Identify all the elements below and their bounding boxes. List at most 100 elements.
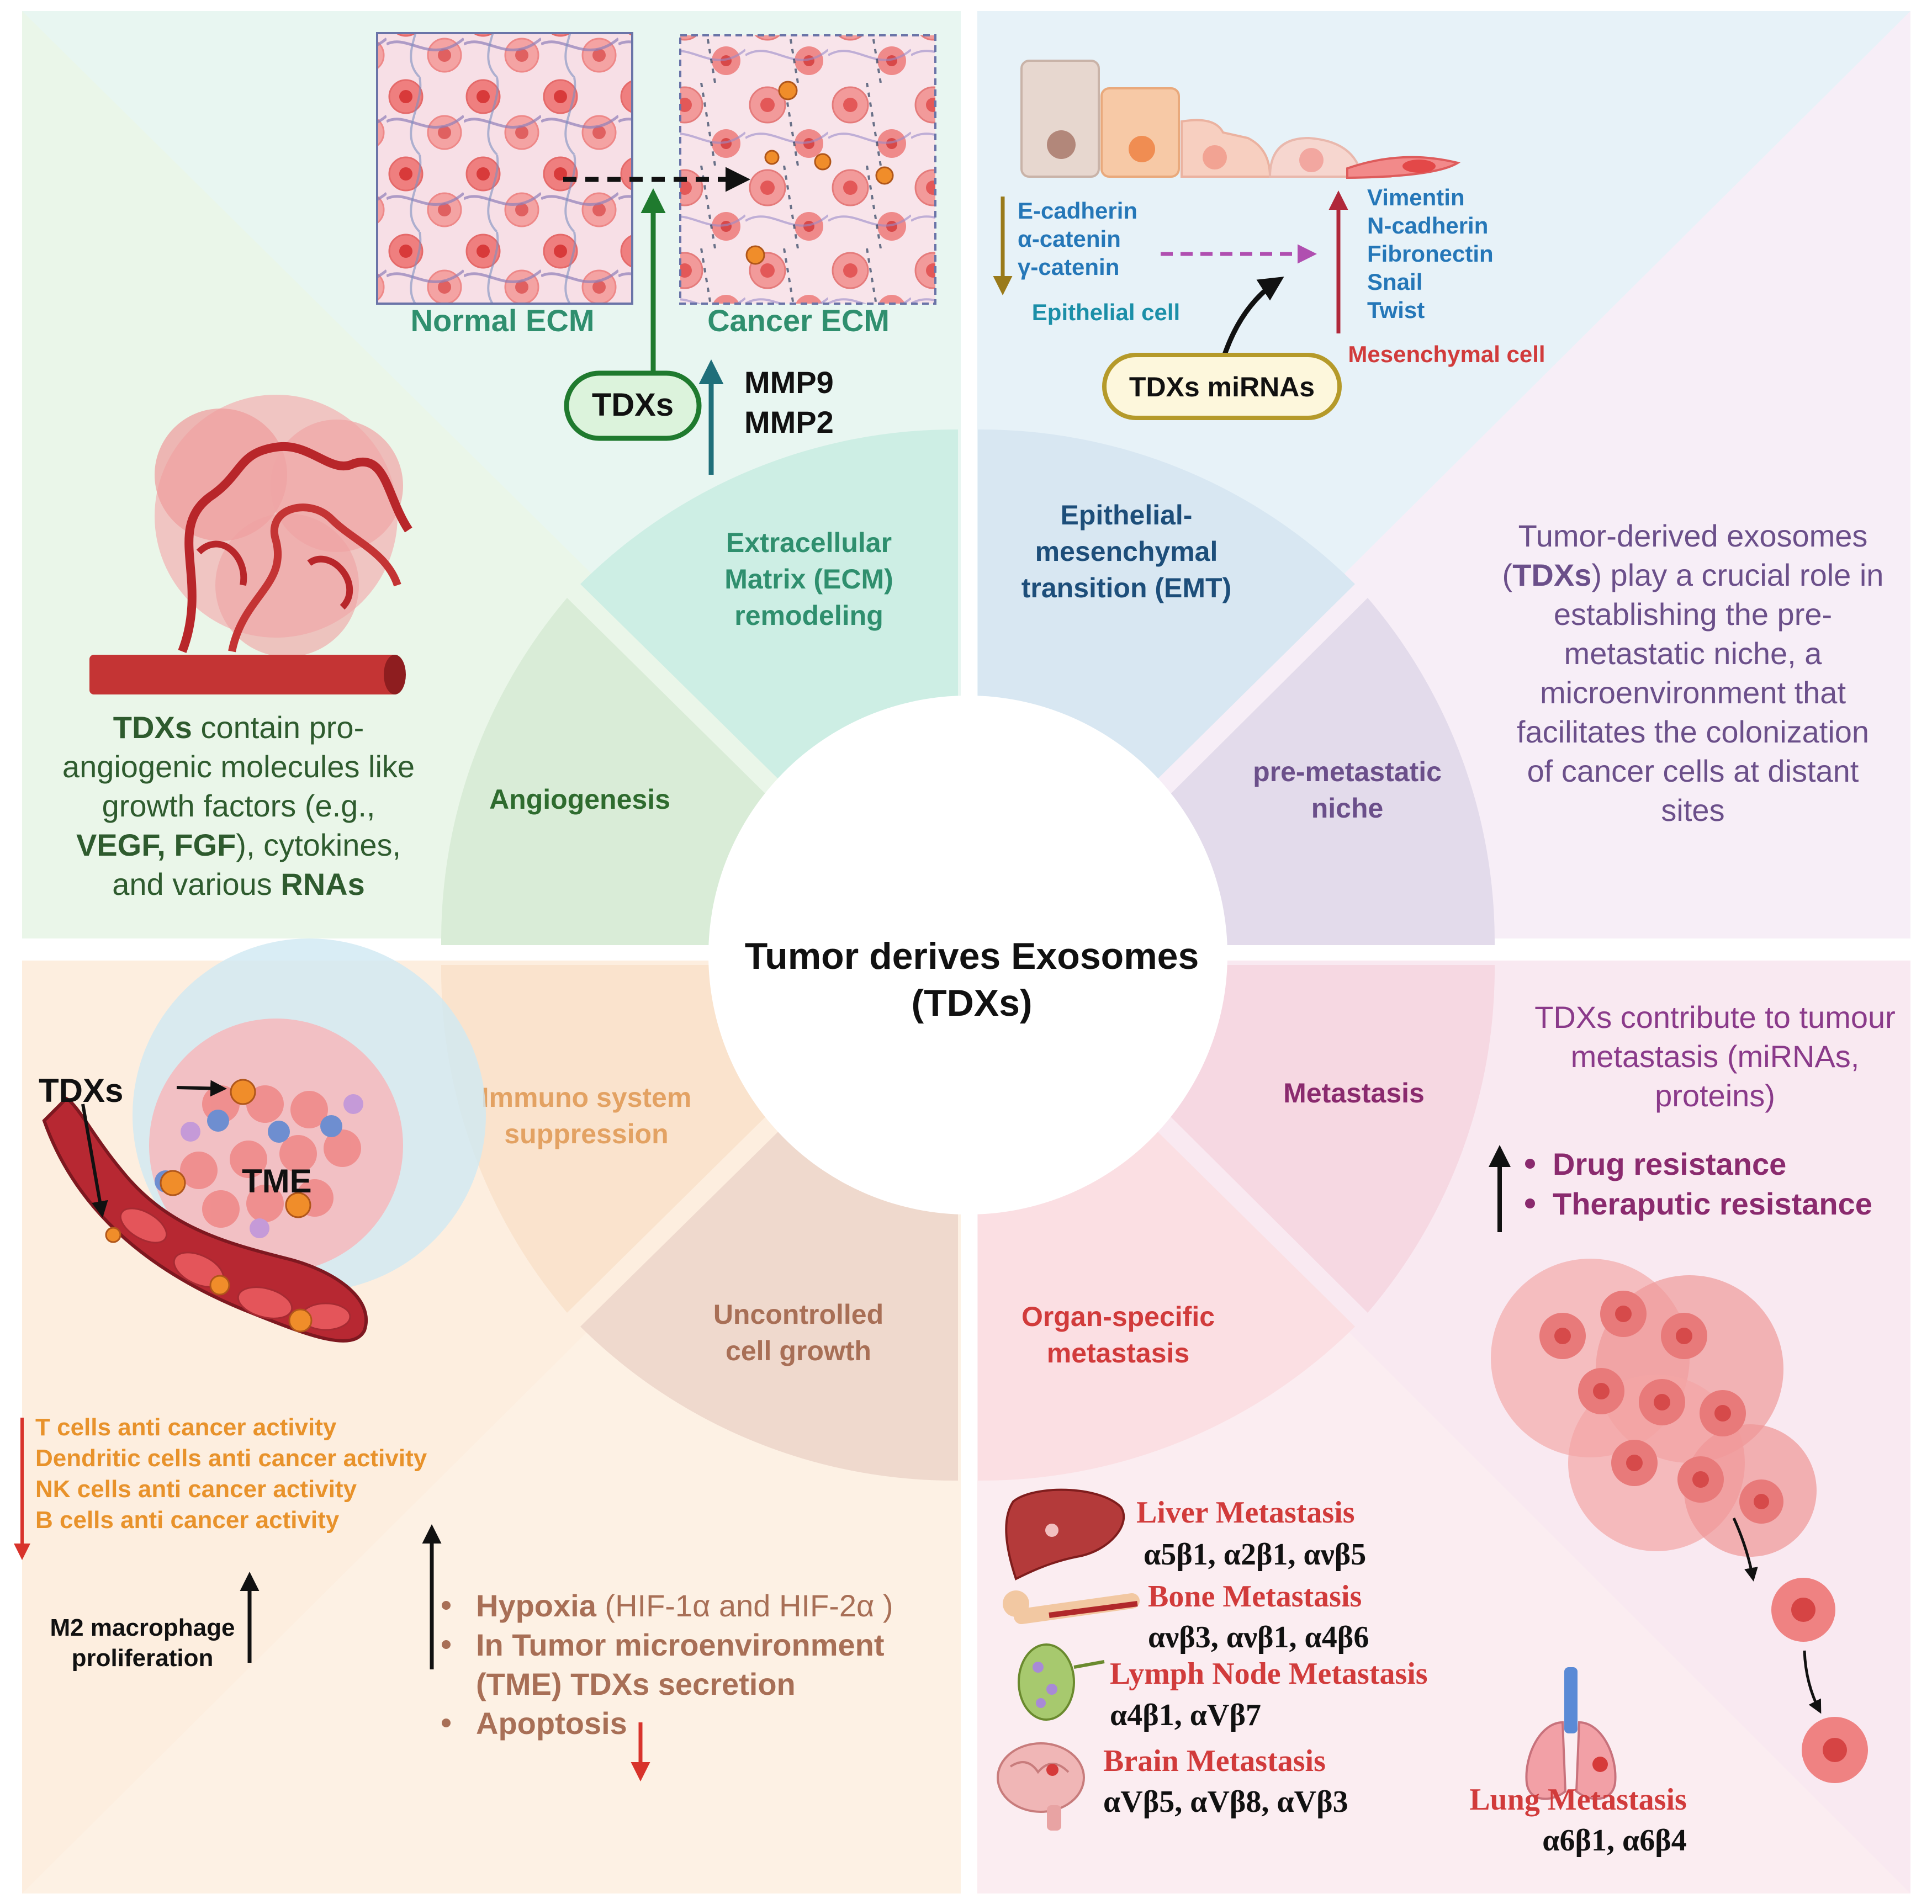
niche-desc-line-7: of cancer cells at distant [1527,754,1859,788]
angio-desc-line-3: growth factors (e.g., [102,788,375,823]
tdxs-badge [564,370,702,441]
growth-bullet-3: (TME) TDXs secretion [476,1667,796,1701]
m2-label-line1: M2 macrophage [50,1614,235,1641]
niche-desc-line-3: establishing the pre- [1554,597,1832,632]
angio-tumor-illustration [89,395,412,694]
emt-panel: E-cadherin α-catenin γ-catenin Epithelia… [993,60,1545,420]
text-run: metastatic niche, a [1564,636,1823,671]
growth-bullet-4: Apoptosis [476,1706,627,1741]
label-niche-1: pre-metastatic [1253,756,1442,787]
meta-desc-line-2: metastasis (miRNAs, [1571,1039,1860,1074]
niche-desc-line-1: Tumor-derived exosomes [1518,518,1868,553]
bullet-dot [442,1640,451,1649]
marker-fibronectin: Fibronectin [1367,241,1494,267]
label-ecm-3: remodeling [734,600,883,631]
metastasis-panel: TDXs contribute to tumour metastasis (mi… [1489,1000,1896,1783]
angio-desc-line-4: VEGF, FGF), cytokines, [76,828,401,862]
ring [441,429,1495,1481]
text-run: sites [1661,793,1724,828]
text-run: VEGF, FGF [76,828,236,862]
bullet-dot [1525,1159,1535,1169]
text-run: ) play a crucial role in [1591,558,1883,592]
label-emt-3: transition (EMT) [1021,572,1232,603]
segment-labels: Extracellular Matrix (ECM) remodeling Ep… [481,500,1442,1369]
normal-ecm-label: Normal ECM [411,303,595,338]
tme-illustration [42,938,486,1343]
label-organ-1: Organ-specific [1021,1301,1215,1332]
marker-snail: Snail [1367,269,1422,295]
text-run: Tumor-derived exosomes [1518,518,1868,553]
cancer-ecm-image [679,34,936,305]
emt-cell-strip [1020,60,1461,179]
label-ecm-2: Matrix (ECM) [724,564,893,595]
mmp9-label: MMP9 [744,365,834,400]
niche-panel: Tumor-derived exosomes (TDXs) play a cru… [1502,518,1884,828]
bone-integrins: ανβ3, ανβ1, α4β6 [1148,1620,1369,1654]
marker-a-catenin: α-catenin [1018,226,1121,252]
growth-bullet-1: Hypoxia (HIF-1α and HIF-2α ) [476,1588,893,1623]
label-growth-1: Uncontrolled [713,1299,883,1330]
tdxs-badge-text: TDXs [592,387,674,423]
drug-resistance: Drug resistance [1553,1147,1786,1181]
angio-description: TDXs contain pro- angiogenic molecules l… [62,710,415,901]
lymph-node-metastasis-label: Lymph Node Metastasis [1110,1657,1428,1691]
niche-desc-line-6: facilitates the colonization [1517,714,1869,749]
bullet-dot [442,1719,451,1727]
text-run: microenvironment that [1540,675,1846,710]
segment-metastasis [1147,965,1495,1313]
meta-desc-line-3: proteins) [1655,1078,1775,1113]
lymph-node-integrins: α4β1, αVβ7 [1110,1698,1261,1732]
center-title-line1: Tumor derives Exosomes [745,935,1199,977]
marker-twist: Twist [1367,297,1425,323]
tdxs-mirnas-badge [1102,353,1342,420]
text-run: TDXs [1512,558,1591,592]
text-run: ( [1502,558,1513,592]
mmp2-label: MMP2 [744,405,834,439]
segment-growth [580,1107,958,1481]
exosome-dots [745,81,894,265]
text-run: RNAs [280,867,364,901]
tdxs-mirnas-text: TDXs miRNAs [1129,372,1315,402]
label-immuno-1: Immuno system [481,1082,692,1113]
growth-bullet-2: In Tumor microenvironment [476,1627,884,1662]
m2-label-line2: proliferation [72,1645,214,1672]
center-title-line2: (TDXs) [911,982,1032,1024]
bone-icon [1003,1590,1140,1625]
activity-nk-cells: NK cells anti cancer activity [35,1476,357,1503]
normal-ecm-image [376,32,633,305]
label-emt-2: mesenchymal [1035,536,1218,567]
brain-icon [997,1742,1085,1831]
marker-g-catenin: γ-catenin [1018,254,1119,280]
segment-niche [1147,598,1495,945]
niche-desc-line-8: sites [1661,793,1724,828]
niche-desc-line-4: metastatic niche, a [1564,636,1823,671]
liver-metastasis-label: Liver Metastasis [1136,1495,1355,1530]
liver-icon [1005,1488,1125,1581]
angio-panel: TDXs contain pro- angiogenic molecules l… [62,395,415,901]
segment-immuno [441,965,790,1313]
organ-panel: Liver Metastasis α5β1, α2β1, ανβ5 Bone M… [997,1488,1687,1858]
liver-integrins: α5β1, α2β1, ανβ5 [1144,1537,1366,1572]
text-run: and various [112,867,280,901]
label-niche-2: niche [1311,793,1384,824]
segment-angiogenesis [441,598,790,945]
cancer-ecm-label: Cancer ECM [707,303,890,338]
label-organ-2: metastasis [1047,1338,1190,1369]
text-run: establishing the pre- [1554,597,1832,632]
segment-ecm [580,429,958,804]
mesenchymal-cell-label: Mesenchymal cell [1348,341,1545,367]
text-run: angiogenic molecules like [62,749,415,784]
text-run: of cancer cells at distant [1527,754,1859,788]
bone-metastasis-label: Bone Metastasis [1148,1579,1362,1614]
ecm-panel: Normal ECM Cancer ECM TDXs MMP9 MMP2 [376,32,936,475]
label-metastasis: Metastasis [1283,1078,1425,1109]
immuno-tdxs-label: TDXs [39,1072,123,1109]
text-run: TDXs [113,710,192,745]
label-angiogenesis: Angiogenesis [489,784,670,815]
growth-bullets: Hypoxia (HIF-1α and HIF-2α ) In Tumor mi… [442,1588,893,1741]
marker-vimentin: Vimentin [1367,184,1465,210]
lung-integrins: α6β1, α6β4 [1542,1823,1687,1858]
label-immuno-2: suppression [504,1118,668,1149]
organ-labels: Liver Metastasis α5β1, α2β1, ανβ5 Bone M… [1103,1495,1687,1858]
